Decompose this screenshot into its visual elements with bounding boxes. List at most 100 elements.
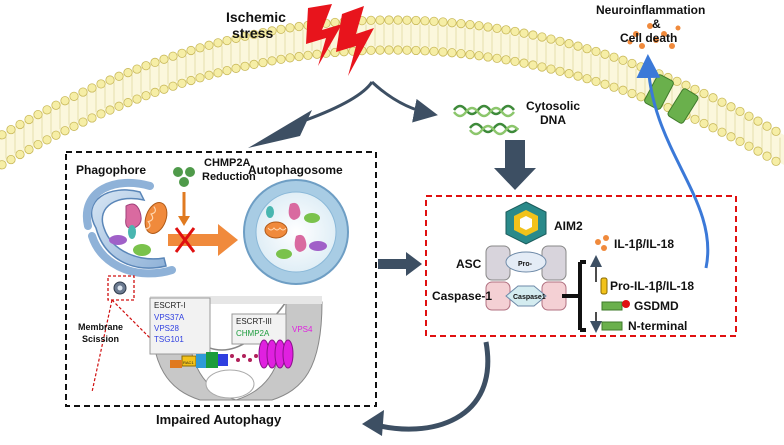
pro-il1b-label: Pro-IL-1β/IL-18 <box>610 279 694 293</box>
lipid-head <box>267 56 277 66</box>
organelle-pink-icon <box>288 202 301 220</box>
lipid-head <box>456 48 466 59</box>
gsdmd-c-terminal-icon <box>622 300 630 308</box>
lipid-head <box>510 56 520 67</box>
cytosolic-dna-icon <box>453 104 519 136</box>
lipid-head <box>564 39 574 49</box>
escrt1-item: VPS28 <box>154 324 179 333</box>
lipid-head <box>141 91 151 101</box>
lipid-head <box>708 123 718 133</box>
lipid-head <box>726 102 736 112</box>
lipid-head <box>15 149 25 160</box>
lipid-head <box>258 27 268 38</box>
lipid-head <box>393 45 403 55</box>
lipid-head <box>438 17 448 27</box>
feedback-curve-arrow <box>371 341 491 432</box>
lipid-head <box>177 48 187 58</box>
lipid-head <box>213 38 223 48</box>
organelle-pink-icon <box>294 234 307 252</box>
lipid-head <box>240 31 250 41</box>
lipid-head <box>501 55 511 65</box>
lipid-head <box>582 44 592 54</box>
lipid-head <box>96 109 106 119</box>
lipid-head <box>114 71 124 81</box>
lipid-head <box>744 141 754 151</box>
lipid-head <box>528 30 538 40</box>
lipid-head <box>69 91 79 101</box>
lipid-head <box>573 41 583 51</box>
lipid-head <box>447 18 457 28</box>
lipid-head <box>564 69 574 79</box>
lipid-head <box>168 51 178 61</box>
lipid-head <box>465 19 475 30</box>
lipid-head <box>609 52 619 62</box>
lipid-head <box>60 96 70 106</box>
pro-caspase-oval <box>505 251 547 273</box>
lipid-head <box>627 58 637 69</box>
lipid-head <box>375 45 385 55</box>
lipid-head <box>0 160 7 170</box>
lipid-head <box>375 15 385 25</box>
lipid-head <box>600 49 610 59</box>
organelle-teal-icon <box>266 206 274 218</box>
neuroinflammation-label: Neuroinflammation <box>596 3 705 17</box>
arrow-to-dna <box>370 80 438 123</box>
lipid-head <box>420 46 430 56</box>
vps4-hexamer-icon <box>258 339 294 369</box>
lipid-head <box>762 121 772 131</box>
blocked-arrow-icon <box>168 224 238 256</box>
lightning-bolt-icon <box>336 6 374 76</box>
autophagosome-inner <box>255 191 337 273</box>
organelle-purple-icon <box>309 241 327 251</box>
lipid-head <box>753 146 763 156</box>
escrt3-label-box <box>231 313 287 345</box>
lipid-head <box>699 118 709 129</box>
lipid-head <box>519 58 529 68</box>
lipid-head <box>483 22 493 32</box>
lipid-head <box>393 15 403 25</box>
lipid-head <box>429 46 439 56</box>
phagophore-outer <box>82 178 154 230</box>
escrt-complex-icon <box>170 352 258 368</box>
lipid-head <box>222 35 232 46</box>
lipid-head <box>294 21 304 32</box>
gsdmd-label: GSDMD <box>634 299 679 313</box>
aim2-label: AIM2 <box>554 219 583 233</box>
stress-label: stress <box>232 25 273 41</box>
il1b-dots-icon <box>595 235 609 251</box>
lipid-head <box>267 26 277 36</box>
lipid-head <box>546 64 556 74</box>
ampersand-label: & <box>652 17 661 31</box>
lipid-head <box>555 66 565 76</box>
lipid-head <box>276 54 286 64</box>
phagophore-label: Phagophore <box>76 163 146 177</box>
lipid-head <box>105 105 115 115</box>
lipid-head <box>411 45 421 56</box>
lipid-head <box>546 34 556 44</box>
lipid-head <box>672 76 682 86</box>
lipid-head <box>366 45 376 55</box>
n-terminal-label: N-terminal <box>628 319 687 333</box>
lipid-head <box>186 75 196 86</box>
blue-release-arrow <box>636 54 710 269</box>
lipid-head <box>456 18 466 29</box>
organelle-teal-icon <box>128 225 136 239</box>
lipid-head <box>582 74 592 84</box>
lipid-head <box>195 43 205 53</box>
lipid-head <box>420 16 430 26</box>
organelle-pink-icon <box>125 203 142 229</box>
lipid-head <box>51 130 61 140</box>
lipid-head <box>492 23 502 33</box>
lipid-head <box>15 119 25 130</box>
chmp2a-label: CHMP2A <box>204 157 251 169</box>
cytosolic-label: Cytosolic <box>526 99 580 113</box>
lipid-head <box>465 49 475 60</box>
rac1-label: RAC1 <box>183 360 194 365</box>
lipid-head <box>285 53 295 63</box>
lipid-head <box>726 132 736 142</box>
lipid-head <box>717 97 727 107</box>
arrow-to-inflammasome <box>378 252 422 276</box>
lipid-head <box>609 82 619 92</box>
